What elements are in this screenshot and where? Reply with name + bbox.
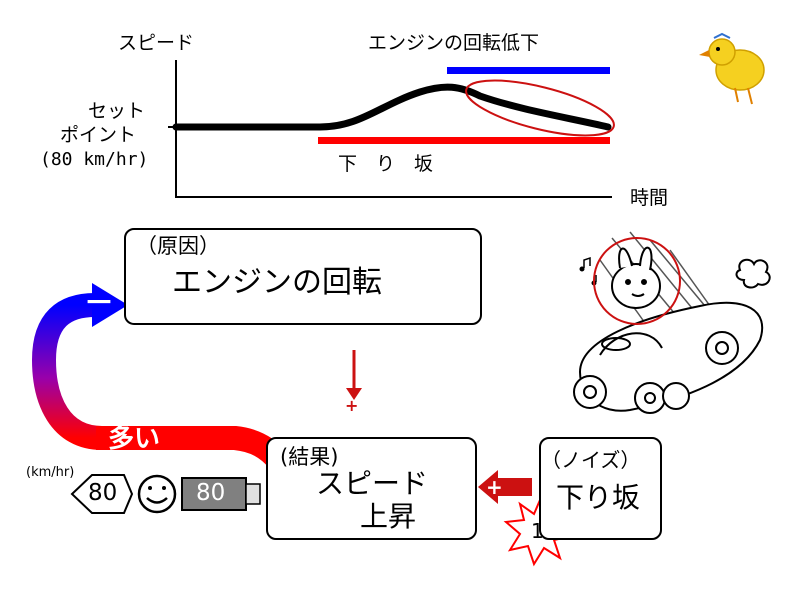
noise-tag: （ノイズ） (541, 448, 641, 472)
result-main-text: スピード (316, 467, 429, 500)
setpoint-label-line2: ポイント (60, 124, 137, 146)
cause-tag: （原因） (136, 234, 220, 258)
rabbit-driver-car-icon (573, 231, 771, 414)
graph-y-label: スピード (118, 32, 195, 54)
drop-highlight-ellipse (465, 79, 615, 137)
chick-icon (699, 32, 765, 105)
feedback-loop-arrow (31, 293, 103, 450)
smiley-icon (137, 474, 177, 514)
setpoint-value: (80 km/hr) (40, 149, 149, 170)
speed-unit: (km/hr) (26, 465, 75, 480)
feedback-loop-arrowhead (92, 283, 128, 327)
cause-main-text: エンジンの回転 (172, 265, 382, 300)
speed-sign-value: 80 (88, 480, 118, 506)
cause-result-arrowhead (346, 388, 362, 400)
speed-meter-knob (245, 483, 261, 505)
speed-sign (70, 474, 134, 514)
graph-top-label: エンジンの回転低下 (368, 32, 540, 54)
result-tag: (結果) (280, 445, 339, 469)
result-box (266, 437, 477, 540)
noise-main-text: 下り坂 (556, 481, 641, 514)
burst-number: 1 (531, 519, 544, 543)
engine-decrease-bar (447, 67, 610, 74)
speed-meter-value: 80 (196, 480, 226, 506)
minus-sign: － (84, 286, 114, 321)
rabbit-highlight-circle (593, 237, 681, 325)
noise-arrow-shaft (496, 478, 532, 496)
setpoint-label-line1: セット (88, 100, 146, 122)
speed-curve (172, 83, 612, 131)
cause-result-plus: + (345, 396, 359, 415)
many-label: 多い (108, 424, 161, 454)
cause-box (124, 228, 482, 325)
noise-arrowhead (478, 470, 498, 504)
noise-plus: + (486, 475, 503, 499)
graph-x-label: 時間 (630, 187, 669, 209)
downhill-bar (318, 137, 610, 144)
speed-meter (181, 477, 247, 511)
result-sub-text: 上昇 (360, 500, 417, 533)
noise-box (539, 437, 662, 540)
downhill-graph-label: 下 り 坂 (338, 153, 434, 175)
